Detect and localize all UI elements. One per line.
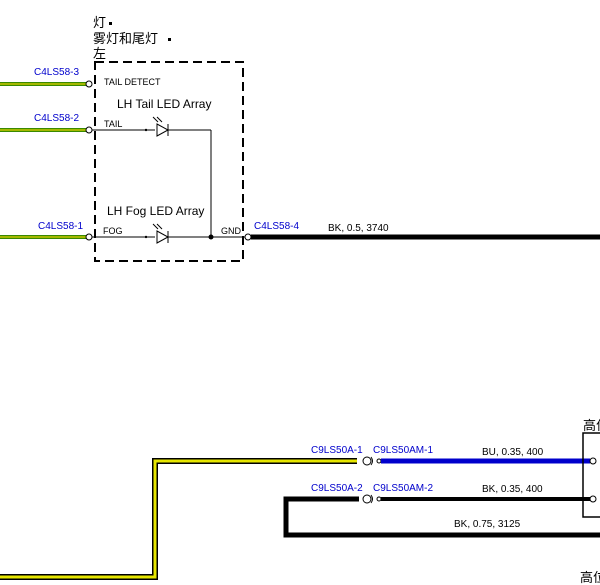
tail-led-icon xyxy=(144,116,170,137)
wire-label-bk-top: BK, 0.35, 400 xyxy=(482,484,543,495)
wire-green-yellow-lower xyxy=(0,458,357,580)
pin-tail-detect xyxy=(85,80,93,88)
pin-label-tail: TAIL xyxy=(104,119,122,129)
connector-symbol-1 xyxy=(362,456,382,466)
component-title-line3: 左 xyxy=(93,47,106,62)
pin-gnd xyxy=(244,233,252,241)
wire-label-bk-bottom: BK, 0.75, 3125 xyxy=(454,519,521,530)
component-box xyxy=(94,61,244,262)
pin-label-tail-detect: TAIL DETECT xyxy=(104,77,161,87)
right-component-box xyxy=(582,432,600,518)
connector-c9ls50am-2: C9LS50AM-2 xyxy=(373,483,433,494)
right-component-title: 高位 xyxy=(583,418,600,434)
component-title-line1: 灯 xyxy=(93,16,106,31)
fog-led-array-title: LH Fog LED Array xyxy=(107,204,204,218)
title-marker-2 xyxy=(168,38,171,41)
pin-fog xyxy=(85,233,93,241)
pin-label-gnd: GND xyxy=(221,226,242,236)
connector-c4ls58-3: C4LS58-3 xyxy=(34,67,79,78)
pin-label-fog: FOG xyxy=(103,226,123,236)
connector-c4ls58-2: C4LS58-2 xyxy=(34,113,79,124)
connector-c9ls50a-1: C9LS50A-1 xyxy=(311,445,363,456)
connector-c9ls50am-1: C9LS50AM-1 xyxy=(373,445,433,456)
wire-label-bu: BU, 0.35, 400 xyxy=(482,447,544,458)
wire-bk-bottom xyxy=(283,496,600,538)
connector-c9ls50a-2: C9LS50A-2 xyxy=(311,483,363,494)
connector-symbol-2 xyxy=(362,494,382,504)
connector-c4ls58-4: C4LS58-4 xyxy=(254,221,299,232)
right-component-title-bottom: 高位 xyxy=(580,570,600,585)
component-title-line2: 雾灯和尾灯 xyxy=(93,32,158,47)
right-pin-1 xyxy=(589,457,597,465)
wire-label-gnd: BK, 0.5, 3740 xyxy=(328,223,389,234)
fog-led-icon xyxy=(144,223,170,244)
right-pin-2 xyxy=(589,495,597,503)
title-marker-1 xyxy=(109,22,112,25)
splice-dot xyxy=(208,234,214,240)
connector-c4ls58-1: C4LS58-1 xyxy=(38,221,83,232)
tail-led-array-title: LH Tail LED Array xyxy=(117,97,211,111)
pin-tail xyxy=(85,126,93,134)
